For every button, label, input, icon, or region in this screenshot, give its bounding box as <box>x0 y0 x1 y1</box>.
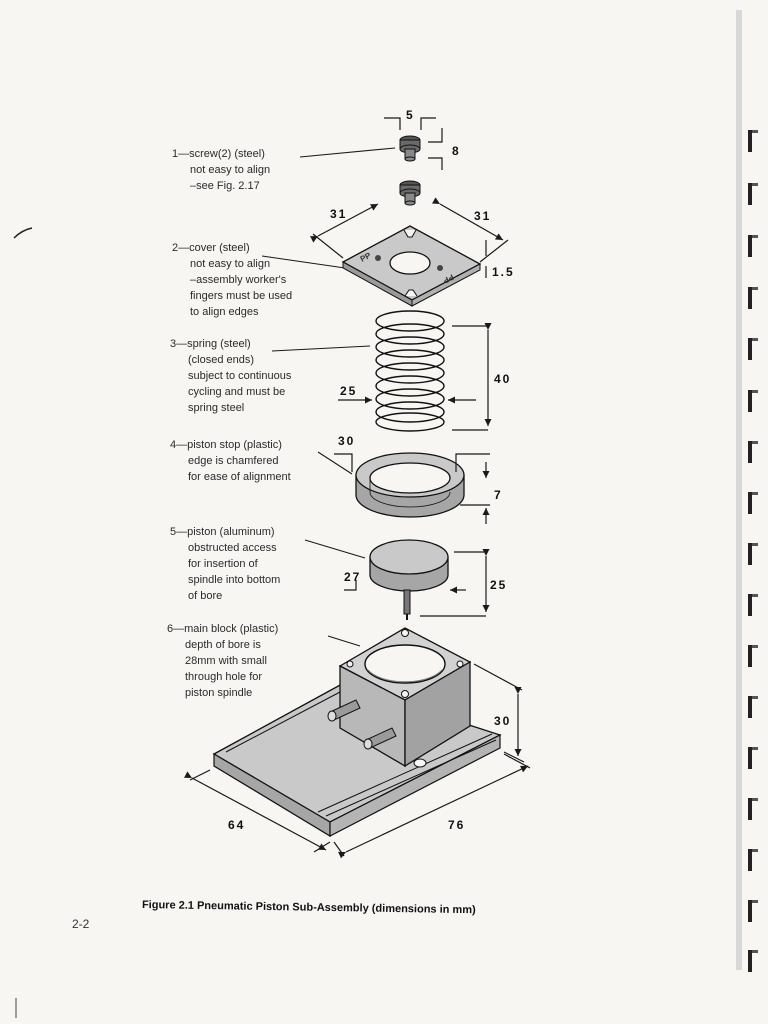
callout-line: subject to continuous <box>188 370 292 382</box>
dim-stop-diameter: 30 <box>338 434 356 448</box>
callout-main-block: 6—main block (plastic) depth of bore is … <box>167 621 278 701</box>
dim-piston-height: 25 <box>490 578 508 592</box>
callout-line: spindle into bottom <box>188 574 281 586</box>
callout-line: 4—piston stop (plastic) <box>170 439 282 451</box>
dim-cover-left: 31 <box>330 207 348 221</box>
screw-dimension-lines <box>384 117 443 170</box>
callout-piston-stop: 4—piston stop (plastic) edge is chamfere… <box>170 437 291 485</box>
callout-screw: 1—screw(2) (steel) not easy to align –se… <box>172 146 270 194</box>
callout-line: piston spindle <box>185 687 253 699</box>
spring-dimension-lines <box>338 322 492 431</box>
main-block-dimension-lines <box>183 663 531 859</box>
callout-piston: 5—piston (aluminum) obstructed access fo… <box>170 524 280 604</box>
piston-stop-dimension-lines <box>334 453 490 524</box>
callout-line: not easy to align <box>190 164 271 176</box>
screw-part <box>399 135 421 162</box>
dim-base-depth: 64 <box>228 818 246 832</box>
callout-line: –see Fig. 2.17 <box>190 180 260 192</box>
callout-cover: 2—cover (steel) not easy to align –assem… <box>172 240 292 320</box>
callout-line: 3—spring (steel) <box>170 338 251 350</box>
callout-line: 1—screw(2) (steel) <box>172 148 265 160</box>
dim-stop-height: 7 <box>494 488 503 502</box>
piston-dimension-lines <box>344 548 490 617</box>
dim-screw-width: 5 <box>406 108 415 122</box>
dim-base-length: 76 <box>448 818 466 832</box>
cover-plate-part <box>341 225 482 307</box>
screw-part <box>399 180 421 206</box>
dim-spring-diameter: 25 <box>340 384 358 398</box>
dim-piston-diameter: 27 <box>344 570 362 584</box>
page-number: 2-2 <box>72 917 90 931</box>
callout-line: for ease of alignment <box>188 471 291 483</box>
cover-dimension-lines <box>309 197 509 278</box>
callout-line: to align edges <box>190 306 259 318</box>
dim-spring-length: 40 <box>494 372 512 386</box>
callout-line: obstructed access <box>188 542 277 554</box>
callout-line: 2—cover (steel) <box>172 242 250 254</box>
callout-line: (closed ends) <box>188 354 255 366</box>
callout-line: fingers must be used <box>190 290 293 302</box>
main-block-part <box>212 627 502 838</box>
callout-line: not easy to align <box>190 258 271 270</box>
callout-line: cycling and must be <box>188 386 286 398</box>
callout-line: for insertion of <box>188 558 258 570</box>
piston-stop-part <box>355 452 465 518</box>
callout-line: through hole for <box>185 671 263 683</box>
dim-screw-height: 8 <box>452 144 461 158</box>
binding-edge-strip <box>736 10 758 972</box>
callout-line: –assembly worker's <box>190 274 287 286</box>
callout-line: spring steel <box>188 402 245 414</box>
callout-line: of bore <box>188 590 223 602</box>
callout-line: 28mm with small <box>185 655 267 667</box>
scan-marks <box>13 227 33 1018</box>
callout-line: 6—main block (plastic) <box>167 623 279 635</box>
callout-line: depth of bore is <box>185 639 261 651</box>
spring-part <box>375 310 445 432</box>
dim-cover-right: 31 <box>474 209 492 223</box>
callout-line: 5—piston (aluminum) <box>170 526 275 538</box>
piston-part <box>369 539 449 620</box>
callout-line: edge is chamfered <box>188 455 279 467</box>
leader-lines <box>261 147 396 647</box>
callout-spring: 3—spring (steel) (closed ends) subject t… <box>170 336 291 416</box>
dim-cover-thickness: 1.5 <box>492 265 515 279</box>
dim-block-height: 30 <box>494 714 512 728</box>
